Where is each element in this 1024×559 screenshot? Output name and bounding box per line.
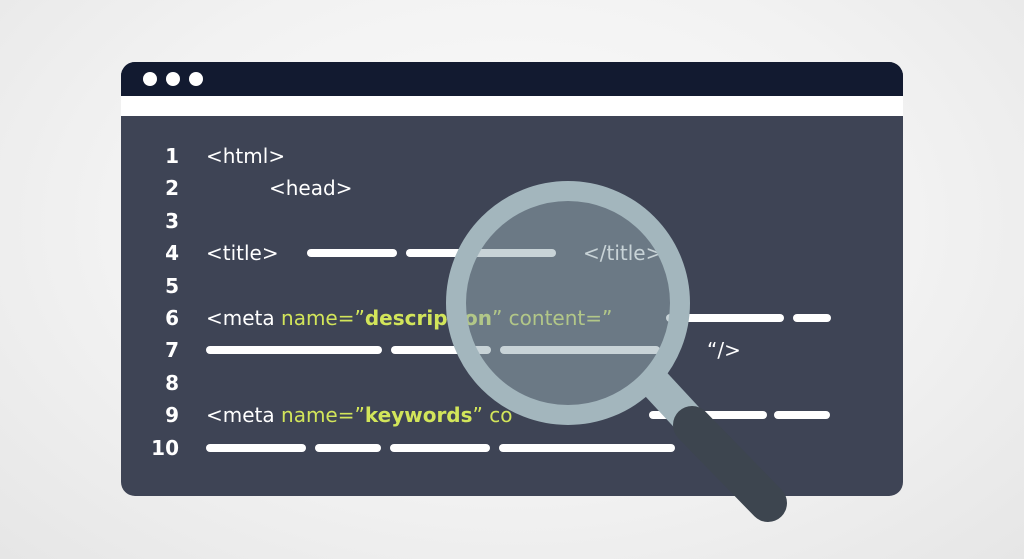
line-number-9: 9 <box>165 403 179 427</box>
name-value: description <box>364 306 492 330</box>
name-attribute: name=” <box>281 306 365 330</box>
meta-tag: <meta <box>206 306 275 330</box>
code-line-7-end: “/> <box>707 338 741 362</box>
placeholder-dash <box>649 411 767 419</box>
line-number-1: 1 <box>165 144 179 168</box>
close-quote: ” <box>491 306 503 330</box>
placeholder-dash <box>390 444 490 452</box>
code-editor-window: 1 2 3 4 5 6 7 8 9 10 <html> <head> <titl… <box>121 62 903 496</box>
placeholder-dash <box>793 314 831 322</box>
code-line-9: <meta name=”keywords” co <box>206 403 513 427</box>
code-line-4-close: </title> <box>583 241 663 265</box>
placeholder-dash <box>774 411 830 419</box>
line-number-8: 8 <box>165 371 179 395</box>
placeholder-dash <box>315 444 381 452</box>
name-attribute: name=” <box>281 403 365 427</box>
line-number-4: 4 <box>165 241 179 265</box>
placeholder-dash <box>500 346 660 354</box>
code-line-2: <head> <box>269 176 353 200</box>
title-bar <box>121 62 903 96</box>
window-dot-3[interactable] <box>189 72 203 86</box>
meta-tag: <meta <box>206 403 275 427</box>
line-number-3: 3 <box>165 209 179 233</box>
placeholder-dash <box>206 346 382 354</box>
placeholder-dash <box>307 249 397 257</box>
content-attribute-partial: co <box>489 403 513 427</box>
line-number-2: 2 <box>165 176 179 200</box>
code-line-6: <meta name=”description” content=” <box>206 306 612 330</box>
code-area: 1 2 3 4 5 6 7 8 9 10 <html> <head> <titl… <box>121 116 903 496</box>
code-line-4-open: <title> <box>206 241 279 265</box>
name-value: keywords <box>364 403 473 427</box>
window-dot-1[interactable] <box>143 72 157 86</box>
line-number-10: 10 <box>151 436 179 460</box>
placeholder-dash <box>499 444 675 452</box>
code-line-1: <html> <box>206 144 286 168</box>
placeholder-dash <box>406 249 556 257</box>
window-dot-2[interactable] <box>166 72 180 86</box>
placeholder-dash <box>206 444 306 452</box>
line-number-6: 6 <box>165 306 179 330</box>
line-number-5: 5 <box>165 274 179 298</box>
line-number-7: 7 <box>165 338 179 362</box>
placeholder-dash <box>666 314 784 322</box>
content-attribute: content=” <box>508 306 613 330</box>
placeholder-dash <box>391 346 491 354</box>
close-quote: ” <box>472 403 483 427</box>
address-bar[interactable] <box>121 96 903 116</box>
